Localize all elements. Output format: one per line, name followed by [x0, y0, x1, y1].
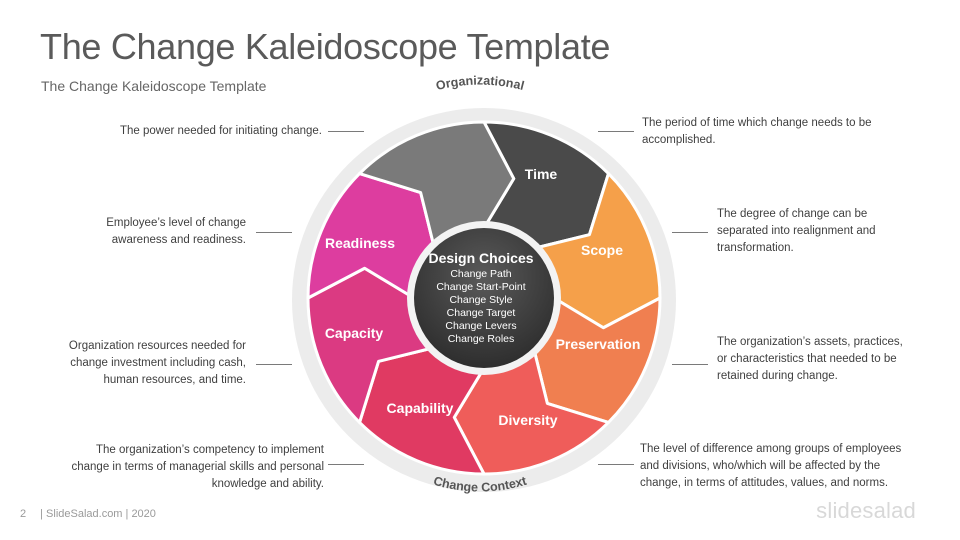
connector-capability	[328, 464, 364, 465]
slide-subtitle: The Change Kaleidoscope Template	[41, 78, 267, 94]
center-title: Design Choices	[428, 250, 533, 266]
center-item: Change Start-Point	[436, 281, 525, 293]
segment-label-time: Time	[525, 166, 558, 182]
desc-line: transformation.	[717, 242, 794, 254]
brand-logo: slidesalad	[816, 498, 916, 523]
desc-scope: The degree of change can be separated int…	[717, 206, 876, 257]
desc-capacity: Organization resources needed for change …	[69, 338, 246, 389]
center-item: Change Path	[450, 268, 511, 280]
desc-line: The degree of change can be	[717, 208, 868, 220]
desc-line: or characteristics that needed to be	[717, 353, 897, 365]
center-item: Change Roles	[448, 333, 515, 345]
slide-title: The Change Kaleidoscope Template	[40, 26, 611, 67]
ring-bottom-label: Change Context	[432, 474, 529, 495]
desc-line: The organization’s assets, practices,	[717, 336, 903, 348]
footer-text: | SlideSalad.com | 2020	[40, 508, 156, 520]
desc-line: knowledge and ability.	[211, 478, 324, 490]
desc-line: change in terms of managerial skills and…	[71, 461, 325, 473]
desc-readiness: Employee’s level of change awareness and …	[106, 215, 246, 249]
desc-power: The power needed for initiating change.	[120, 123, 322, 140]
connector-readiness	[256, 232, 292, 233]
desc-line: retained during change.	[717, 370, 838, 382]
desc-line: and divisions, who/which will be affecte…	[640, 460, 881, 472]
center-item: Change Target	[447, 307, 516, 319]
desc-diversity: The level of difference among groups of …	[640, 441, 901, 492]
connector-diversity	[598, 464, 634, 465]
connector-preservation	[672, 364, 708, 365]
segment-label-capacity: Capacity	[325, 325, 384, 341]
desc-line: Organization resources needed for	[68, 340, 246, 352]
page-number: 2	[20, 508, 27, 520]
desc-line: The period of time which change needs to…	[642, 117, 872, 129]
desc-line: awareness and readiness.	[111, 234, 246, 246]
desc-line: The power needed for initiating change.	[119, 125, 322, 137]
desc-line: change investment including cash,	[70, 357, 246, 369]
segment-label-scope: Scope	[581, 242, 623, 258]
segment-label-diversity: Diversity	[498, 412, 557, 428]
desc-time: The period of time which change needs to…	[642, 115, 872, 149]
desc-capability: The organization’s competency to impleme…	[72, 442, 325, 493]
segment-label-preservation: Preservation	[556, 336, 641, 352]
center-core	[414, 228, 554, 368]
desc-line: accomplished.	[642, 134, 716, 146]
ring-top-label: Organizational	[434, 74, 525, 93]
center-item: Change Style	[449, 294, 512, 306]
desc-line: separated into realignment and	[717, 225, 876, 237]
desc-line: change, in terms of attitudes, values, a…	[640, 477, 889, 489]
segment-label-readiness: Readiness	[325, 235, 395, 251]
footer: 2 | SlideSalad.com | 2020	[20, 508, 156, 520]
connector-capacity	[256, 364, 292, 365]
desc-preservation: The organization’s assets, practices, or …	[717, 334, 903, 385]
connector-scope	[672, 232, 708, 233]
desc-line: Employee’s level of change	[106, 217, 246, 229]
segment-label-capability: Capability	[387, 400, 454, 416]
desc-line: The organization’s competency to impleme…	[96, 444, 324, 456]
desc-line: The level of difference among groups of …	[640, 443, 902, 455]
center-item: Change Levers	[445, 320, 516, 332]
desc-line: human resources, and time.	[103, 374, 246, 386]
connector-time	[598, 131, 634, 132]
connector-power	[328, 131, 364, 132]
